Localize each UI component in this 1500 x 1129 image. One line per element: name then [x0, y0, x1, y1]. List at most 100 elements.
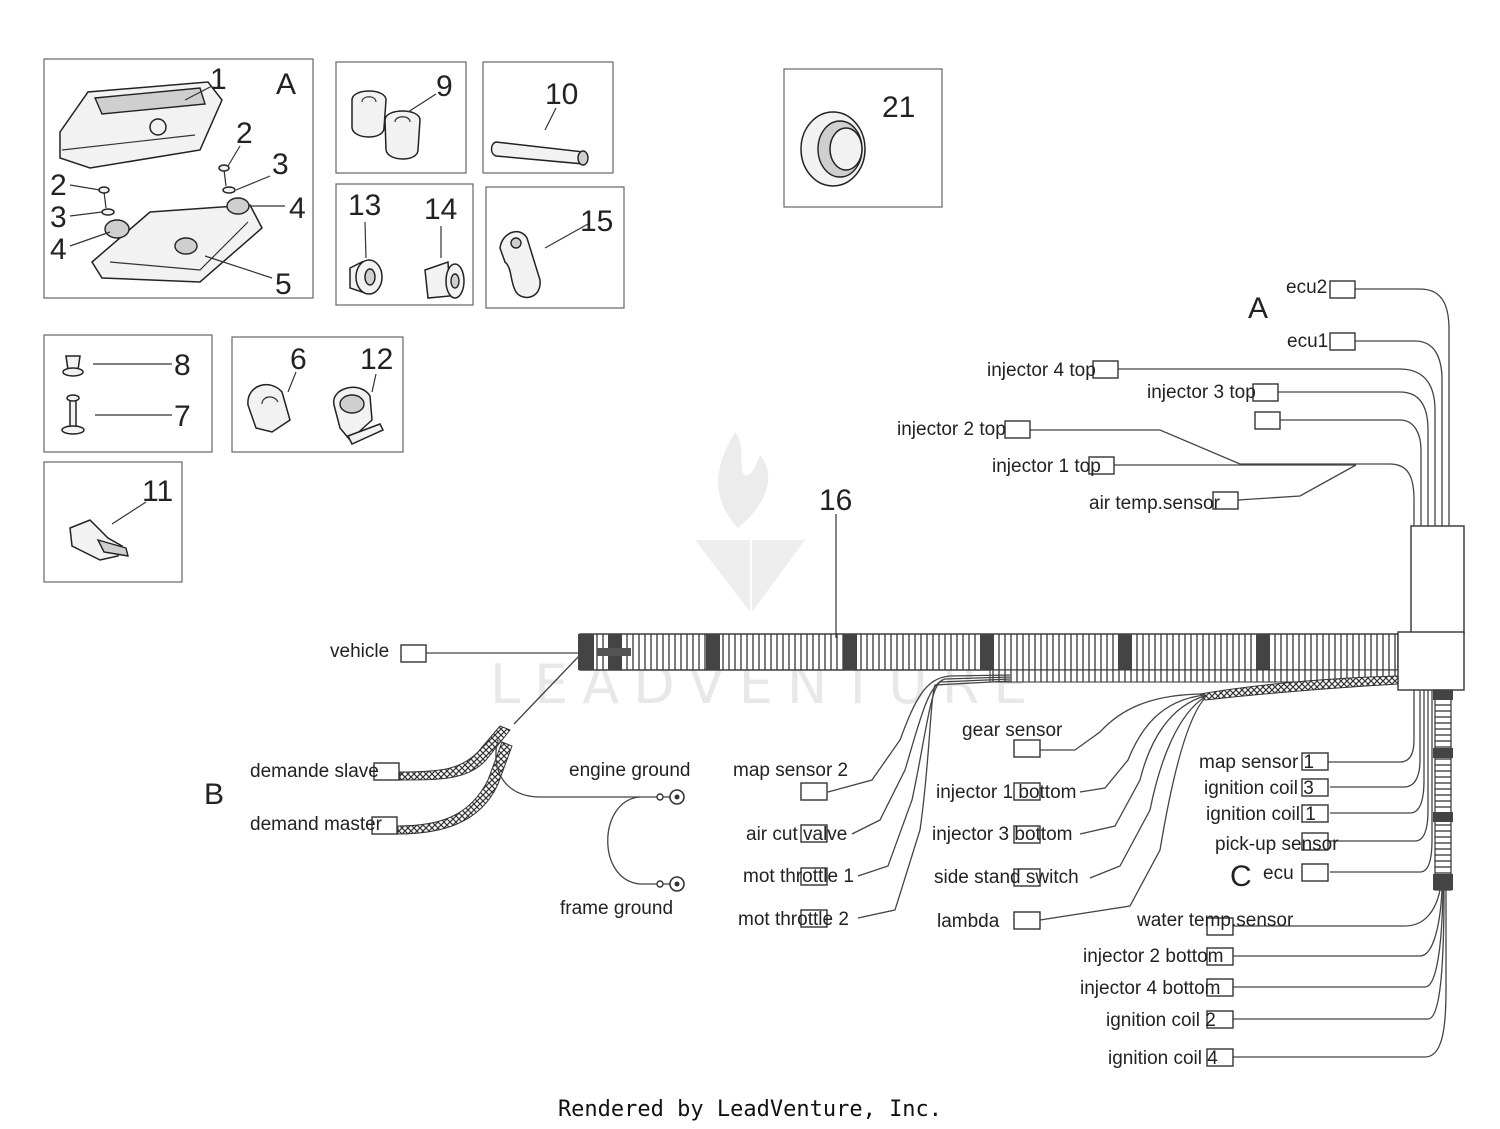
- part-number-16: 16: [819, 484, 852, 517]
- label-injector2-top: injector 2 top: [897, 419, 1006, 440]
- label-air-cut-valve: air cut valve: [746, 824, 847, 845]
- connector-demand-master: [371, 816, 398, 835]
- label-injector3-top: injector 3 top: [1147, 382, 1256, 403]
- part-number-3-left: 3: [50, 201, 67, 234]
- watermark: LEADVENTURE: [490, 432, 1027, 716]
- connector-map-sensor2: [800, 782, 828, 801]
- harness-junction-block: [1397, 525, 1465, 891]
- connector-vehicle: [400, 644, 427, 663]
- part-box-9: 9: [335, 61, 467, 174]
- part-number-12: 12: [360, 343, 393, 376]
- part-number-10: 10: [545, 78, 578, 111]
- part-number-8: 8: [174, 349, 191, 382]
- part-number-6: 6: [290, 343, 307, 376]
- label-injector3-bottom: injector 3 bottom: [932, 824, 1072, 845]
- connector-injector4-top: [1092, 360, 1119, 379]
- part-number-13: 13: [348, 189, 381, 222]
- part-number-7: 7: [174, 400, 191, 433]
- connector-injector1-top: [1088, 456, 1115, 475]
- part-number-11: 11: [142, 475, 173, 508]
- label-ecu1: ecu1: [1287, 331, 1328, 352]
- footer-credit: Rendered by LeadVenture, Inc.: [558, 1097, 942, 1122]
- label-injector4-top: injector 4 top: [987, 360, 1096, 381]
- part-number-3-right: 3: [272, 148, 289, 181]
- label-ignition-coil1: ignition coil 1: [1206, 804, 1316, 825]
- label-ignition-coil4: ignition coil 4: [1108, 1048, 1218, 1069]
- label-mot-throttle1: mot throttle 1: [743, 866, 854, 887]
- label-injector4-bottom: injector 4 bottom: [1080, 978, 1220, 999]
- connector-gear-sensor: [1013, 739, 1041, 758]
- part-number-14: 14: [424, 193, 457, 226]
- top-wires: [1030, 288, 1450, 526]
- letter-a-harness: A: [1248, 292, 1268, 325]
- connector-ignition-coil4: [1206, 1048, 1234, 1067]
- main-harness-sleeve: [578, 633, 1399, 701]
- label-demand-master: demand master: [250, 814, 383, 835]
- label-injector2-bottom: injector 2 bottom: [1083, 946, 1223, 967]
- connector-air-cut-valve: [800, 824, 828, 843]
- connector-water-temp-sensor: [1206, 917, 1234, 936]
- part-number-5: 5: [275, 268, 292, 301]
- label-frame-ground: frame ground: [560, 898, 673, 919]
- label-gear-sensor: gear sensor: [962, 720, 1063, 741]
- connector-mot-throttle1: [800, 867, 828, 886]
- connector-ignition-coil2: [1206, 1010, 1234, 1029]
- label-ecu: ecu: [1263, 863, 1294, 884]
- label-map-sensor1: map sensor 1: [1199, 752, 1314, 773]
- label-injector1-bottom: injector 1 bottom: [936, 782, 1076, 803]
- connector-air-temp-sensor: [1212, 491, 1239, 510]
- letter-b: B: [204, 778, 224, 811]
- right-vertical-wires: [1328, 690, 1433, 873]
- part-box-6-12: 6 12: [231, 336, 404, 453]
- connector-injector2-top: [1004, 420, 1031, 439]
- part-number-15: 15: [580, 205, 613, 238]
- label-lambda: lambda: [937, 911, 1000, 932]
- connector-injector3-top: [1252, 383, 1279, 402]
- letter-c: C: [1230, 860, 1252, 893]
- connector-demande-slave: [373, 762, 400, 781]
- bottom-fanout-wires: [1233, 889, 1447, 1058]
- part-number-21: 21: [882, 91, 915, 124]
- label-side-stand-switch: side stand switch: [934, 867, 1079, 888]
- connector-ecu: [1301, 863, 1329, 882]
- label-pickup-sensor: pick-up sensor: [1215, 834, 1339, 855]
- connector-injector4-bottom: [1206, 978, 1234, 997]
- part-number-2-left: 2: [50, 169, 67, 202]
- connector-unlabeled: [1254, 411, 1281, 430]
- label-ignition-coil3: ignition coil 3: [1204, 778, 1314, 799]
- label-ignition-coil2: ignition coil 2: [1106, 1010, 1216, 1031]
- label-vehicle: vehicle: [330, 641, 389, 662]
- connectors: [371, 280, 1356, 1067]
- part-box-13-14: 13 14: [335, 183, 474, 306]
- connector-map-sensor1: [1301, 752, 1329, 771]
- label-map-sensor2: map sensor 2: [733, 760, 848, 781]
- connector-injector1-bottom: [1013, 782, 1041, 801]
- middle-lower-wires: [827, 674, 1011, 919]
- connector-mot-throttle2: [800, 909, 828, 928]
- connector-ignition-coil3: [1301, 778, 1329, 797]
- label-mot-throttle2: mot throttle 2: [738, 909, 849, 930]
- letter-a-box: A: [276, 68, 296, 101]
- part-box-7-8: 8 7: [43, 334, 213, 453]
- label-air-temp-sensor: air temp.sensor: [1089, 493, 1221, 514]
- part-number-9: 9: [436, 70, 453, 103]
- part-box-15: 15: [485, 186, 625, 309]
- connector-injector3-bottom: [1013, 825, 1041, 844]
- label-engine-ground: engine ground: [569, 760, 691, 781]
- part-number-4-left: 4: [50, 233, 67, 266]
- part-box-11: 11: [43, 461, 183, 583]
- label-water-temp-sensor: water temp.sensor: [1136, 910, 1294, 931]
- part-number-2-right: 2: [236, 117, 253, 150]
- part-number-1: 1: [210, 63, 227, 96]
- harness-labels: A ecu2 ecu1 injector 4 top injector 3 to…: [204, 277, 1339, 1069]
- connector-ecu2: [1329, 280, 1356, 299]
- connector-side-stand-switch: [1013, 868, 1041, 887]
- connector-ecu1: [1329, 332, 1356, 351]
- part-box-21: 21: [783, 68, 943, 208]
- connector-lambda: [1013, 911, 1041, 930]
- connector-injector2-bottom: [1206, 947, 1234, 966]
- right-lower-wires: [1039, 693, 1206, 921]
- label-injector1-top: injector 1 top: [992, 456, 1101, 477]
- connector-pickup-sensor: [1301, 832, 1329, 851]
